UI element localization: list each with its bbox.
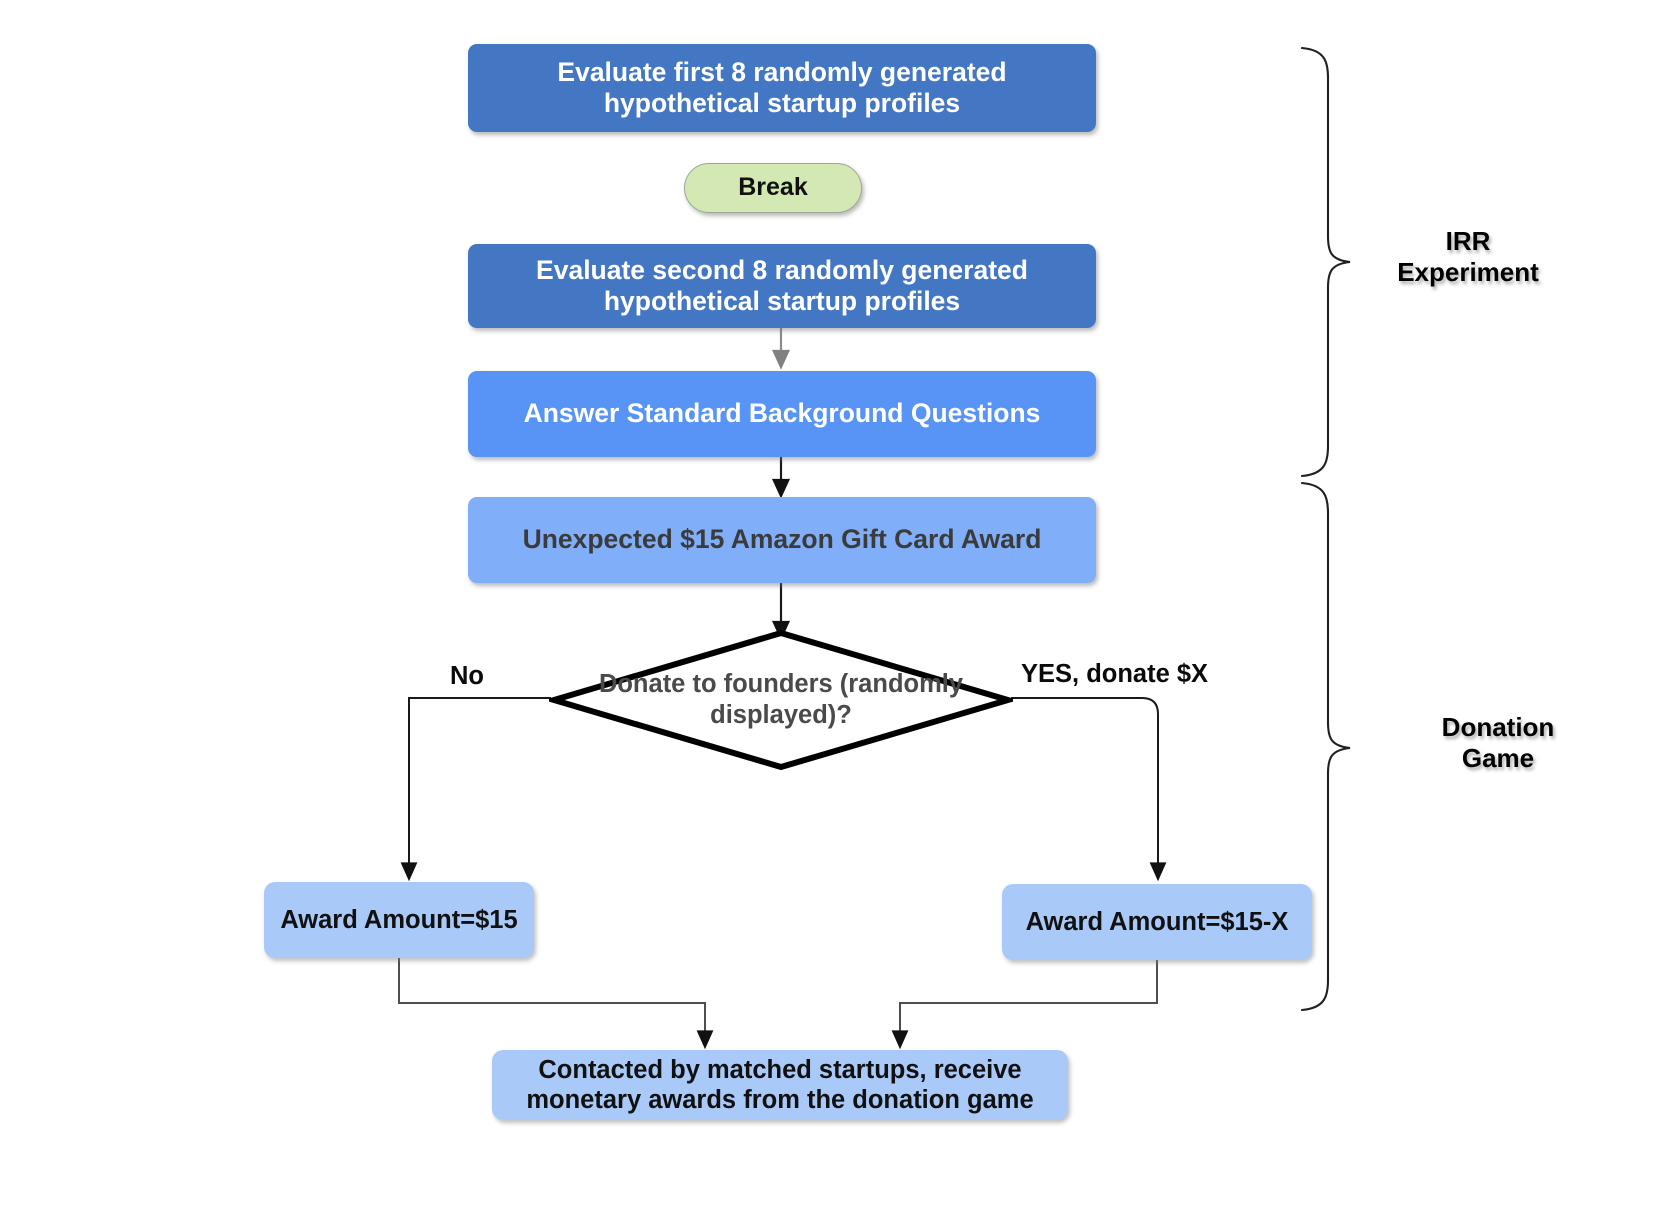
node-evaluate-first-8[interactable]: Evaluate first 8 randomly generated hypo… [468, 44, 1096, 132]
edge-decision-no-to-award15 [400, 697, 551, 882]
edge-label-no: No [450, 662, 484, 690]
edge-award15x-to-contacted [891, 960, 1158, 1050]
node-donate-decision-label: Donate to founders (randomly displayed)? [598, 670, 964, 729]
node-donate-decision[interactable]: Donate to founders (randomly displayed)? [549, 628, 1013, 772]
edge-label-yes: YES, donate $X [1021, 660, 1209, 688]
group-label-irr-experiment: IRR Experiment [1397, 226, 1539, 288]
node-award-15[interactable]: Award Amount=$15 [264, 882, 534, 958]
node-gift-card-award[interactable]: Unexpected $15 Amazon Gift Card Award [468, 497, 1096, 583]
node-background-questions[interactable]: Answer Standard Background Questions [468, 371, 1096, 457]
node-evaluate-second-8[interactable]: Evaluate second 8 randomly generated hyp… [468, 244, 1096, 328]
brace-irr-experiment [1300, 46, 1351, 478]
edge-award15-to-contacted [398, 958, 714, 1050]
node-contacted-by-startups[interactable]: Contacted by matched startups, receive m… [492, 1050, 1068, 1120]
diamond-shape [549, 629, 1013, 771]
node-award-15-minus-x[interactable]: Award Amount=$15-X [1002, 884, 1312, 960]
edge-decision-yes-to-award15x [1011, 697, 1167, 882]
group-label-donation-game: Donation Game [1441, 712, 1555, 774]
node-break[interactable]: Break [684, 163, 862, 213]
